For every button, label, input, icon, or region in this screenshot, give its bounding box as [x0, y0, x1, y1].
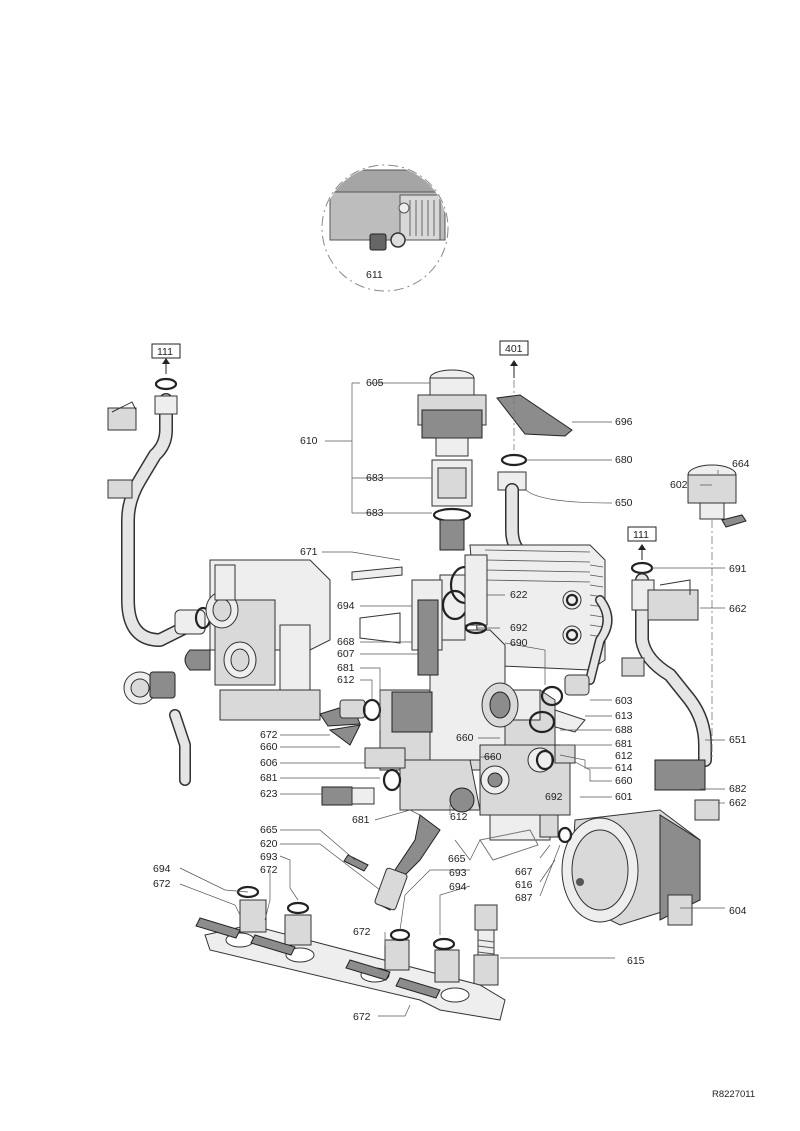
- label-694: 694: [449, 881, 467, 893]
- label-668: 668: [337, 636, 355, 648]
- label-683: 683: [366, 472, 384, 484]
- part-labels: 605 610 683 683 696 680 650 664 602 671 …: [153, 377, 750, 1023]
- label-696: 696: [615, 416, 633, 428]
- label-651: 651: [729, 734, 747, 746]
- label-672: 672: [353, 926, 371, 938]
- label-664: 664: [732, 458, 750, 470]
- label-692: 692: [510, 622, 528, 634]
- label-615: 615: [627, 955, 645, 967]
- heat-exchanger: [469, 544, 613, 696]
- label-681: 681: [337, 662, 355, 674]
- label-690: 690: [510, 637, 528, 649]
- label-683: 683: [366, 507, 384, 519]
- ref-box-111-right: 111: [627, 526, 657, 575]
- label-614: 614: [615, 762, 633, 774]
- label-681: 681: [352, 814, 370, 826]
- right-pipe-assembly: [621, 573, 720, 821]
- label-693: 693: [260, 851, 278, 863]
- label-601: 601: [615, 791, 633, 803]
- label-612: 612: [337, 674, 355, 686]
- label-688: 688: [615, 724, 633, 736]
- leader-lines: [179, 382, 725, 1017]
- label-604: 604: [729, 905, 747, 917]
- label-672: 672: [353, 1011, 371, 1023]
- svg-text:111: 111: [633, 529, 649, 541]
- label-680: 680: [615, 454, 633, 466]
- label-662: 662: [729, 603, 747, 615]
- label-603: 603: [615, 695, 633, 707]
- label-693: 693: [449, 867, 467, 879]
- label-612: 612: [615, 750, 633, 762]
- svg-text:111: 111: [157, 346, 173, 358]
- label-672: 672: [260, 729, 278, 741]
- drain-valve-part: [123, 671, 191, 786]
- label-681: 681: [260, 772, 278, 784]
- label-660: 660: [615, 775, 633, 787]
- label-672: 672: [153, 878, 171, 890]
- label-606: 606: [260, 757, 278, 769]
- label-607: 607: [337, 648, 355, 660]
- ref-box-401: 401: [499, 340, 529, 378]
- label-681: 681: [615, 738, 633, 750]
- label-623: 623: [260, 788, 278, 800]
- bracket-696: [496, 380, 587, 567]
- label-602: 602: [670, 479, 688, 491]
- left-pipe-assembly: [107, 393, 212, 647]
- label-620: 620: [260, 838, 278, 850]
- label-682: 682: [729, 783, 747, 795]
- mounting-rail: [195, 885, 506, 1021]
- label-694: 694: [337, 600, 355, 612]
- small-fittings-right: [441, 554, 586, 861]
- label-671: 671: [300, 546, 318, 558]
- left-valve-block: [184, 559, 331, 721]
- label-687: 687: [515, 892, 533, 904]
- ref-box-111-left: 111: [151, 343, 181, 391]
- small-fittings-left: [319, 566, 406, 806]
- label-660: 660: [260, 741, 278, 753]
- label-612: 612: [450, 811, 468, 823]
- label-665: 665: [448, 853, 466, 865]
- label-622: 622: [510, 589, 528, 601]
- label-662: 662: [729, 797, 747, 809]
- label-667: 667: [515, 866, 533, 878]
- label-665: 665: [260, 824, 278, 836]
- label-611: 611: [366, 269, 383, 281]
- label-672: 672: [260, 864, 278, 876]
- label-692: 692: [545, 791, 563, 803]
- label-660: 660: [484, 751, 502, 763]
- label-694: 694: [153, 863, 171, 875]
- label-605: 605: [366, 377, 384, 389]
- label-613: 613: [615, 710, 633, 722]
- lower-pipe-connectors: [343, 814, 499, 986]
- central-hydraulic-block: [379, 574, 571, 841]
- label-616: 616: [515, 879, 533, 891]
- svg-text:401: 401: [505, 343, 523, 355]
- diverter-cartridge: [417, 369, 487, 551]
- label-650: 650: [615, 497, 633, 509]
- detail-inset-611: 611: [321, 164, 449, 292]
- label-660: 660: [456, 732, 474, 744]
- label-610: 610: [300, 435, 318, 447]
- label-691: 691: [729, 563, 747, 575]
- circulation-pump: [561, 809, 701, 926]
- drawing-id: R8227011: [712, 1089, 755, 1100]
